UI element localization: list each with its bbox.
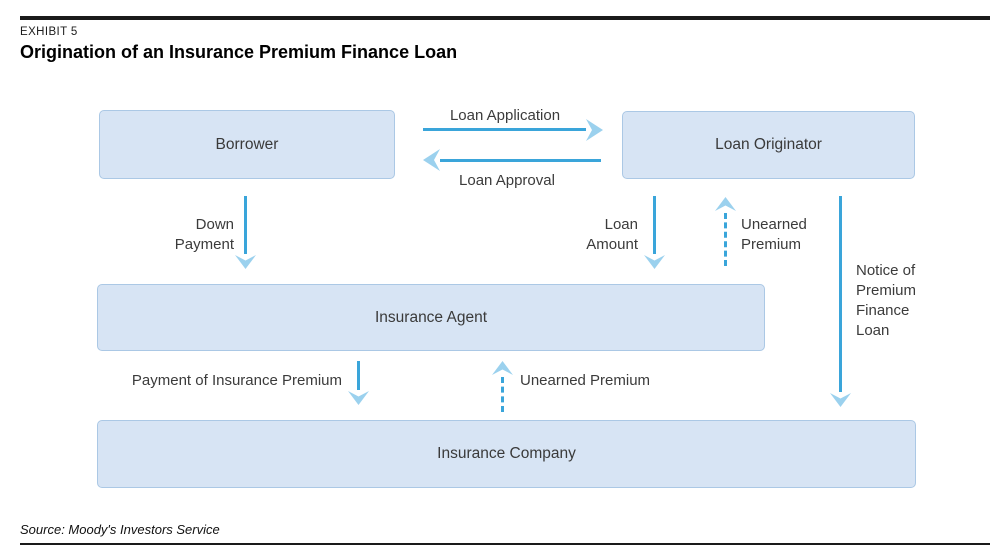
flow-label-unearned-premium-lower: Unearned Premium — [520, 372, 651, 389]
bottom-rule — [20, 543, 990, 545]
arrow-down-icon — [830, 393, 851, 407]
flow-label-unearned-premium-upper: Unearned Premium — [741, 216, 807, 253]
node-insurance-company-label: Insurance Company — [437, 445, 576, 462]
flow-line-payment-of-insurance-premium — [357, 361, 360, 390]
node-borrower: Borrower — [99, 110, 395, 179]
flow-label-loan-amount: Loan Amount — [586, 216, 638, 253]
flow-label-loan-approval: Loan Approval — [459, 172, 555, 189]
arrow-left-icon — [423, 149, 440, 171]
node-loan-originator: Loan Originator — [622, 111, 915, 179]
arrow-up-icon — [492, 361, 513, 375]
flow-label-notice: Notice of Premium Finance Loan — [856, 262, 917, 339]
flow-line-down-payment — [244, 196, 247, 254]
flow-line-loan-amount — [653, 196, 656, 254]
flow-label-payment-of-insurance-premium: Payment of Insurance Premium — [131, 372, 342, 389]
arrow-right-icon — [586, 119, 603, 141]
arrow-down-icon — [348, 391, 369, 405]
flow-line-unearned-premium-upper — [724, 213, 727, 266]
arrow-down-icon — [235, 255, 256, 269]
node-insurance-agent: Insurance Agent — [97, 284, 765, 351]
exhibit-number: EXHIBIT 5 — [20, 26, 78, 38]
flow-line-loan-application — [423, 128, 586, 131]
flow-line-unearned-premium-lower — [501, 377, 504, 412]
arrow-up-icon — [715, 197, 736, 211]
source-note: Source: Moody's Investors Service — [20, 522, 220, 537]
flow-line-notice — [839, 196, 842, 392]
node-insurance-company: Insurance Company — [97, 420, 916, 488]
top-rule — [20, 16, 990, 20]
node-loan-originator-label: Loan Originator — [715, 136, 822, 153]
node-insurance-agent-label: Insurance Agent — [374, 308, 488, 326]
node-borrower-label: Borrower — [215, 135, 279, 153]
flow-label-down-payment: Down Payment — [174, 216, 234, 253]
arrow-down-icon — [644, 255, 665, 269]
flow-label-loan-application: Loan Application — [449, 107, 561, 124]
flow-line-loan-approval — [440, 159, 601, 162]
page-title: Origination of an Insurance Premium Fina… — [20, 42, 458, 62]
